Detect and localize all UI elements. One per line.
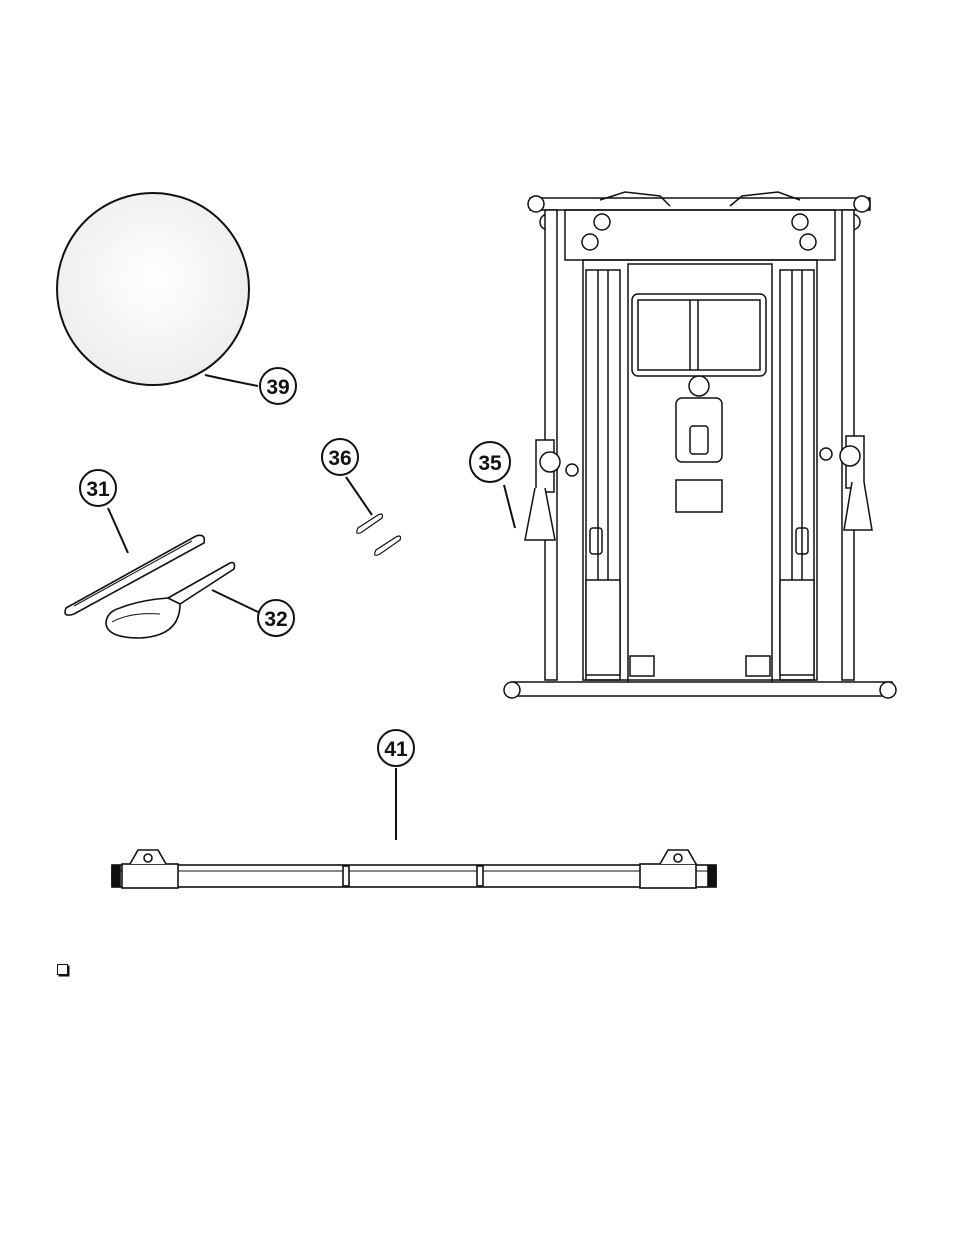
callout-35-label: 35 (478, 452, 502, 475)
checkbox-icon[interactable] (57, 964, 68, 975)
callout-31-label: 31 (86, 478, 110, 501)
callout-39-label: 39 (266, 376, 289, 399)
callout-31: 31 (80, 470, 116, 506)
long-bar (112, 768, 716, 888)
callout-32: 32 (258, 600, 294, 636)
snap-hooks (346, 477, 401, 555)
strap (65, 508, 204, 615)
callout-41: 41 (378, 730, 414, 766)
gym-machine (504, 192, 896, 698)
stability-ball (57, 193, 258, 386)
callout-36-label: 36 (328, 447, 351, 470)
callout-35: 35 (470, 442, 510, 482)
callout-36: 36 (322, 439, 358, 475)
callout-32-label: 32 (264, 608, 287, 631)
callout-39: 39 (260, 368, 296, 404)
callout-41-label: 41 (384, 738, 408, 761)
